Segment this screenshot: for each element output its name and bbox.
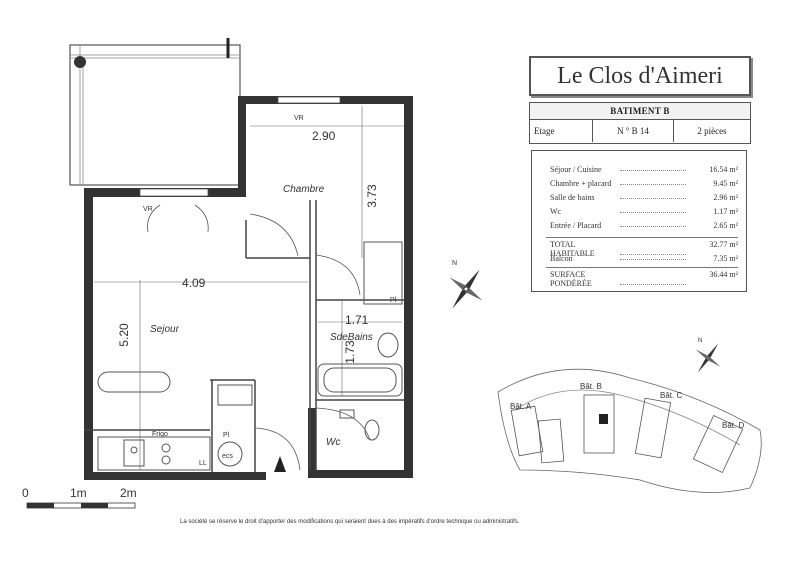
site-plan: Bât. A Bât. B Bât. C Bât. D bbox=[497, 368, 762, 493]
balcony-post-icon bbox=[74, 56, 86, 68]
svg-text:N: N bbox=[698, 338, 702, 344]
storage-label: Pl bbox=[223, 432, 230, 439]
bathroom-fixtures bbox=[317, 332, 403, 441]
windows bbox=[139, 96, 341, 197]
area-row: Wc 1.17 m² bbox=[550, 207, 738, 216]
rooms-count: 2 pièces bbox=[697, 126, 727, 136]
balcony bbox=[69, 38, 241, 186]
area-row: Entrée / Placard 2.65 m² bbox=[550, 221, 738, 230]
surface-ponderee-row: SURFACE PONDÉRÉE 36.44 m² bbox=[550, 270, 738, 288]
dim-chambre-width: 2.90 bbox=[312, 129, 336, 143]
building-label: BATIMENT B bbox=[530, 103, 750, 120]
area-row: Chambre + placard 9.45 m² bbox=[550, 179, 738, 188]
floor-label: Etage bbox=[530, 120, 593, 142]
placard-label: Pl bbox=[390, 297, 397, 304]
entrance-arrow-icon bbox=[274, 456, 286, 472]
balcon-row: Balcon 7.35 m² bbox=[550, 254, 738, 263]
room-label-wc: Wc bbox=[326, 437, 340, 448]
project-title: Le Clos d'Aimeri bbox=[529, 56, 751, 96]
compass-rose-icon: N bbox=[449, 260, 483, 309]
room-label-sejour: Sejour bbox=[150, 324, 180, 335]
fridge-label: Frigo bbox=[152, 431, 168, 438]
scale-label-0: 0 bbox=[22, 486, 29, 500]
water-heater-label: ecs bbox=[222, 453, 233, 460]
shutter-label-chambre: VR bbox=[294, 115, 304, 122]
unit-info-box: BATIMENT B Etage N ° B 14 2 pièces bbox=[529, 102, 751, 144]
unit-location-marker bbox=[599, 414, 608, 424]
unit-number: N ° B 14 bbox=[593, 120, 674, 142]
dim-sejour-width: 4.09 bbox=[182, 276, 206, 290]
scale-label-1m: 1m bbox=[70, 486, 87, 500]
shutter-label-sejour: VR bbox=[143, 206, 153, 213]
placard bbox=[363, 241, 403, 305]
site-label-bat-c: Bât. C bbox=[660, 391, 682, 400]
area-row: Salle de bains 2.96 m² bbox=[550, 193, 738, 202]
dim-sdb-depth: 1.73 bbox=[343, 340, 357, 364]
dim-chambre-depth: 3.73 bbox=[365, 184, 379, 208]
interior-walls bbox=[84, 200, 404, 472]
washing-machine-label: LL bbox=[199, 460, 207, 467]
svg-text:N: N bbox=[452, 260, 457, 267]
total-habitable-row: TOTAL HABITABLE 32.77 m² bbox=[550, 240, 738, 258]
area-row: Séjour / Cuisine 16.54 m² bbox=[550, 165, 738, 174]
site-label-bat-d: Bât. D bbox=[722, 421, 744, 430]
room-label-sdb: SdeBains bbox=[330, 332, 373, 343]
site-label-bat-b: Bât. B bbox=[580, 382, 602, 391]
site-label-bat-a: Bât. A bbox=[510, 402, 532, 411]
dim-sdb-width: 1.71 bbox=[345, 313, 369, 327]
scale-bar: 0 1m 2m bbox=[22, 486, 137, 509]
room-label-chambre: Chambre bbox=[283, 184, 325, 195]
dimension-lines bbox=[94, 106, 404, 470]
compass-rose-icon-2: N bbox=[695, 338, 721, 373]
scale-label-2m: 2m bbox=[120, 486, 137, 500]
dim-sejour-depth: 5.20 bbox=[117, 323, 131, 347]
doors bbox=[147, 204, 371, 471]
disclaimer-text: La société se réserve le droit d'apporte… bbox=[180, 519, 520, 525]
kitchen bbox=[97, 371, 253, 471]
areas-table: Séjour / Cuisine 16.54 m² Chambre + plac… bbox=[531, 150, 747, 292]
